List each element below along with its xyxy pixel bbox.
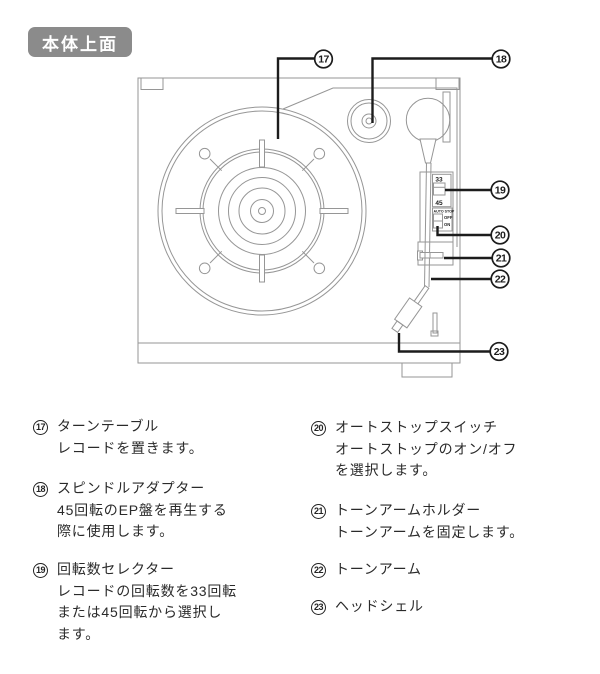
callout-19: 19 [490, 180, 510, 200]
callout-18: 18 [491, 49, 511, 69]
body-outline [137, 77, 461, 364]
leader-17 [276, 57, 315, 139]
legend-item-tonearm-holder: 21 トーンアームホルダー トーンアームを固定します。 [311, 500, 524, 543]
leader-23 [397, 333, 490, 353]
legend-line: トーンアームホルダー [335, 502, 482, 518]
legend-line: レコードの回転数を33回転 [57, 582, 237, 599]
leader-20 [436, 226, 491, 237]
leader-18 [371, 57, 492, 123]
recess-edge [282, 87, 458, 247]
legend-number: 23 [311, 599, 326, 615]
callout-23: 23 [489, 341, 509, 362]
tonearm-holder [417, 241, 454, 266]
svg-text:21: 21 [496, 253, 507, 265]
turntable-top-view-diagram: 33 45 AUTO STOP OFF ON 17 18 [137, 49, 511, 378]
legend-item-speed-selector: 19 回転数セレクター レコードの回転数を33回転 または45回転から選択し ま… [33, 559, 237, 646]
callout-leaders [276, 57, 492, 353]
auto-stop-housing [432, 207, 453, 232]
switch-labels: 33 45 AUTO STOP OFF ON [434, 177, 455, 228]
svg-text:17: 17 [318, 54, 329, 66]
legend-item-auto-stop-switch: 20 オートストップスイッチ オートストップのオン/オフ を選択します。 [311, 417, 517, 482]
legend-item-headshell: 23 ヘッドシェル [311, 596, 424, 618]
finger-lift [432, 312, 438, 334]
speed-selector-knob [433, 182, 446, 196]
foot [401, 363, 453, 378]
legend-number: 21 [311, 503, 326, 519]
legend-line: ヘッドシェル [335, 598, 424, 614]
legend-line: または45回転から選択し [57, 604, 223, 621]
callout-20: 20 [490, 225, 510, 245]
legend-number: 22 [311, 562, 326, 578]
spindle [258, 207, 266, 215]
legend-line: スピンドルアダプター [57, 480, 205, 496]
stylus [391, 320, 404, 334]
legend-item-tonearm: 22 トーンアーム [311, 559, 422, 581]
legend-line: オートストップのオン/オフ [335, 440, 518, 457]
arm-tube [424, 162, 427, 288]
pivot-post [442, 91, 451, 143]
tonearm [391, 91, 451, 337]
legend-item-turntable: 17 ターンテーブル レコードを置きます。 [33, 416, 204, 459]
platter-spokes [175, 139, 349, 283]
callout-21: 21 [491, 248, 511, 268]
legend-line: トーンアーム [335, 561, 422, 577]
speed-33-label: 33 [435, 177, 443, 184]
headshell [391, 284, 430, 334]
top-left-hinge [140, 77, 164, 90]
auto-stop-label: AUTO STOP [434, 210, 455, 214]
legend-line: トーンアームを固定します。 [335, 523, 525, 540]
top-right-hinge [435, 77, 460, 90]
arm-neck [419, 138, 437, 164]
legend-number: 20 [311, 420, 326, 436]
legend-line: ます。 [57, 626, 100, 643]
speed-45-label: 45 [435, 200, 443, 207]
legend-line: 45回転のEP盤を再生する [57, 501, 228, 518]
legend-line: オートストップスイッチ [335, 419, 498, 435]
legend-line: 際に使用します。 [57, 523, 174, 540]
legend-number: 18 [33, 481, 48, 497]
legend-line: レコードを置きます。 [57, 439, 204, 456]
platter [157, 106, 367, 316]
legend-line: を選択します。 [335, 462, 438, 479]
device-body [137, 77, 461, 378]
callout-17: 17 [313, 49, 334, 69]
legend-item-spindle-adapter: 18 スピンドルアダプター 45回転のEP盤を再生する 際に使用します。 [33, 478, 228, 543]
callout-22: 22 [490, 269, 510, 289]
platter-strobe-dots [198, 147, 326, 275]
svg-text:23: 23 [494, 346, 505, 358]
section-badge-label: 本体上面 [42, 34, 118, 54]
callout-numbers: 17 18 19 20 21 22 [313, 49, 511, 362]
spindle-adapter [347, 99, 391, 143]
legend-line: 回転数セレクター [57, 561, 175, 577]
section-badge: 本体上面 [28, 27, 132, 57]
auto-stop-on-label: ON [444, 222, 450, 227]
svg-text:20: 20 [495, 230, 506, 242]
svg-text:19: 19 [495, 185, 506, 197]
svg-text:18: 18 [496, 54, 507, 66]
legend-number: 17 [33, 419, 48, 435]
legend-number: 19 [33, 562, 48, 578]
legend-line: ターンテーブル [57, 418, 160, 434]
auto-stop-off-label: OFF [444, 215, 453, 220]
svg-text:22: 22 [495, 274, 506, 286]
